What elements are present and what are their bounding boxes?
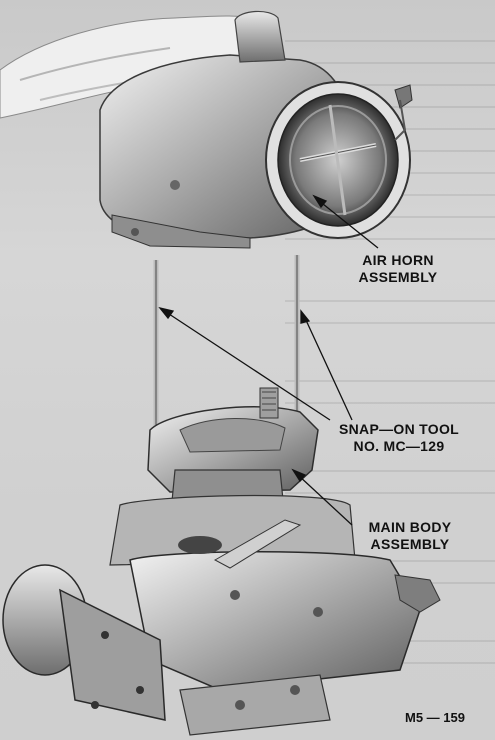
main-body-label-line2: ASSEMBLY [370,536,450,552]
air-horn-label-line2: ASSEMBLY [358,269,438,285]
air-horn-assembly-label: AIR HORN ASSEMBLY [338,252,458,286]
snap-on-tool-label: SNAP—ON TOOL NO. MC—129 [324,421,474,455]
snap-on-label-line2: NO. MC—129 [353,438,445,454]
main-body-label-line1: MAIN BODY [368,519,452,535]
figure-number: M5 — 159 [405,710,465,725]
main-body-assembly [2,387,441,736]
air-horn-assembly [99,10,413,249]
air-horn-label-line1: AIR HORN [362,252,434,268]
main-body-assembly-label: MAIN BODY ASSEMBLY [345,519,475,553]
leader-lines [158,194,379,526]
snap-on-label-line1: SNAP—ON TOOL [338,421,460,437]
